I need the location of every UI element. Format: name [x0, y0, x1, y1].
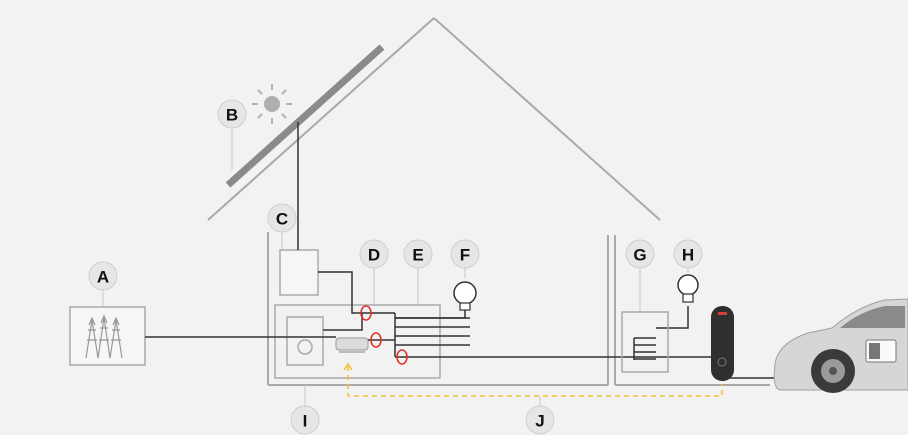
electric-car-icon [773, 298, 908, 393]
grid-meter-box [286, 316, 324, 366]
svg-text:E: E [412, 246, 423, 265]
svg-text:I: I [303, 412, 308, 431]
label-g: G [625, 239, 655, 269]
lightbulb-icon [453, 281, 477, 311]
current-sensor-3 [396, 349, 408, 365]
svg-text:D: D [368, 246, 380, 265]
svg-text:G: G [633, 246, 646, 265]
power-grid-box [69, 306, 146, 366]
label-leaders [102, 128, 689, 408]
current-sensors [360, 305, 408, 365]
label-f: F [450, 239, 480, 269]
transmission-tower-icon [85, 314, 123, 359]
svg-text:C: C [276, 210, 288, 229]
solar-panel [225, 44, 385, 188]
current-sensor-2 [370, 332, 382, 348]
electrical-wiring [145, 271, 775, 379]
energy-manager-device [335, 337, 369, 353]
garage-outline [614, 235, 770, 386]
current-sensor-1 [360, 305, 372, 321]
grid-meter-dial [297, 339, 313, 355]
data-connection-line [347, 366, 723, 397]
label-j: J [525, 405, 555, 435]
svg-text:J: J [535, 412, 544, 431]
svg-text:A: A [97, 268, 109, 287]
lightbulb-icon [677, 274, 699, 303]
svg-text:B: B [226, 106, 238, 125]
house-outline [207, 17, 661, 386]
label-a: A [88, 261, 118, 291]
sub-distribution-box [621, 311, 669, 373]
label-e: E [403, 239, 433, 269]
label-h: H [673, 239, 703, 269]
label-b: B [217, 99, 247, 129]
svg-text:F: F [460, 246, 470, 265]
label-c: C [267, 203, 297, 233]
svg-text:H: H [682, 246, 694, 265]
main-distribution-cabinet [274, 304, 441, 379]
sun-icon [252, 84, 292, 124]
inverter-box [279, 249, 319, 296]
label-i: I [290, 405, 320, 435]
wallbox-charger [711, 306, 734, 381]
label-d: D [359, 239, 389, 269]
